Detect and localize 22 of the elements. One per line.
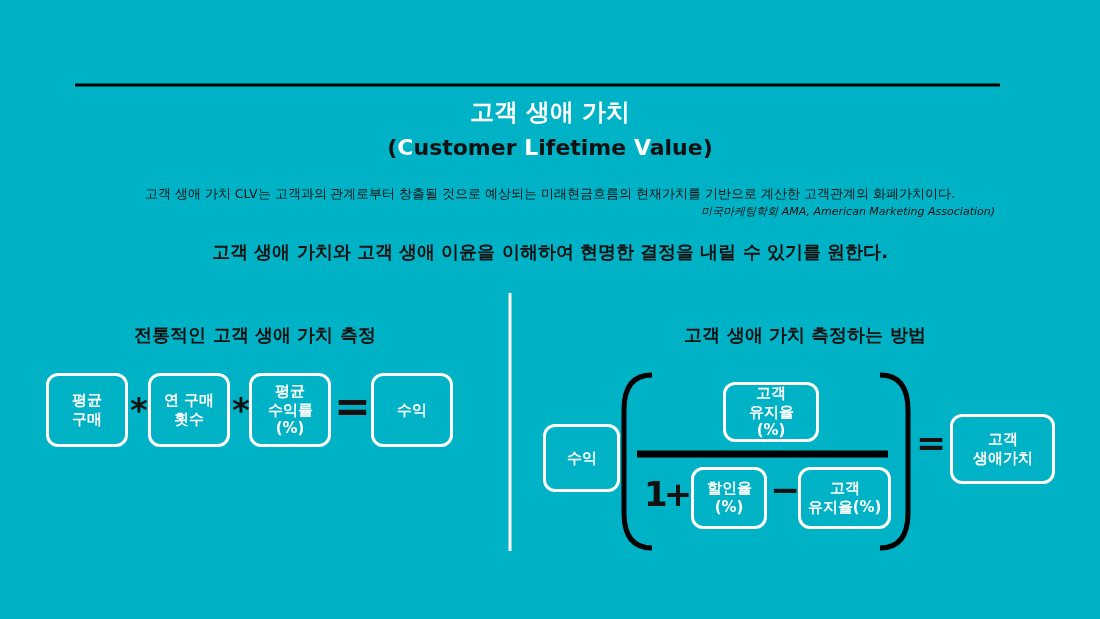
rounded-box: 고객 생애가치 xyxy=(950,414,1055,484)
rounded-box: 수익 xyxy=(371,373,453,447)
rounded-box: 수익 xyxy=(543,424,620,492)
equals-sign: = xyxy=(334,382,371,431)
multiply-sign: * xyxy=(130,392,148,430)
rounded-box: 고객 유지율(%) xyxy=(723,382,819,442)
equals-sign: = xyxy=(916,423,947,463)
statement: 고객 생애 가치와 고객 생애 이윤을 이해하여 현명한 결정을 내릴 수 있기를 원한다. xyxy=(210,242,889,262)
title: 고객 생애 가치 xyxy=(468,97,632,128)
multiply-sign: * xyxy=(232,392,250,430)
rounded-box: 고객 유지율(%) xyxy=(798,467,891,529)
subtitle: (Customer Lifetime Value) xyxy=(386,136,714,161)
one-plus-sign: 1+ xyxy=(644,476,689,514)
source-note: 미국마케팅학회 AMA, American Marketing Association) xyxy=(700,206,995,219)
minus-sign: − xyxy=(770,470,801,510)
rounded-box: 평균 구매 xyxy=(46,373,128,447)
rounded-box: 연 구매 횟수 xyxy=(148,373,230,447)
rounded-box: 할인율 (%) xyxy=(691,467,767,529)
rounded-box: 평균 수익률 (%) xyxy=(249,373,331,447)
section-heading: 고객 생애 가치 측정하는 방법 xyxy=(683,325,927,345)
section-heading: 전통적인 고객 생애 가치 측정 xyxy=(133,325,377,345)
definition-text: 고객 생애 가치 CLV는 고객과의 관계로부터 창출될 것으로 예상되는 미래현금흐름의 현재가치를 기반으로 계산한 고객관계의 화폐가치이다. xyxy=(143,187,957,201)
